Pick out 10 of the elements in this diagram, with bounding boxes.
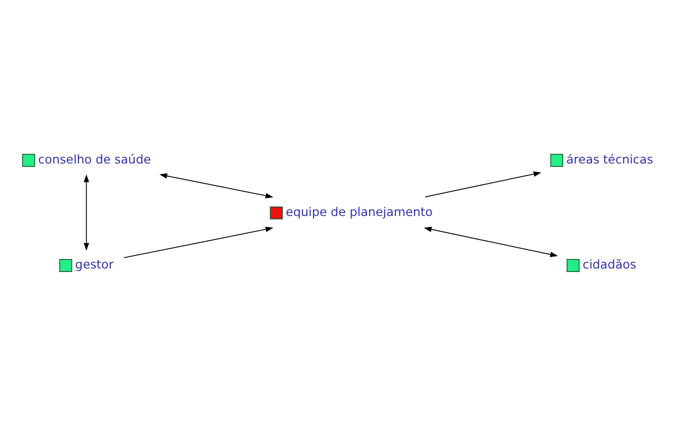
- arrow: [424, 226, 558, 258]
- arrow: [424, 171, 542, 198]
- node-label: cidadãos: [582, 258, 636, 272]
- arrow: [124, 226, 274, 258]
- node-label: áreas técnicas: [566, 152, 654, 167]
- arrow: [159, 173, 274, 198]
- node-label: gestor: [75, 258, 114, 272]
- node-label: conselho de saúde: [38, 152, 151, 167]
- node-label: equipe de planejamento: [286, 205, 433, 220]
- arrow: [84, 174, 90, 251]
